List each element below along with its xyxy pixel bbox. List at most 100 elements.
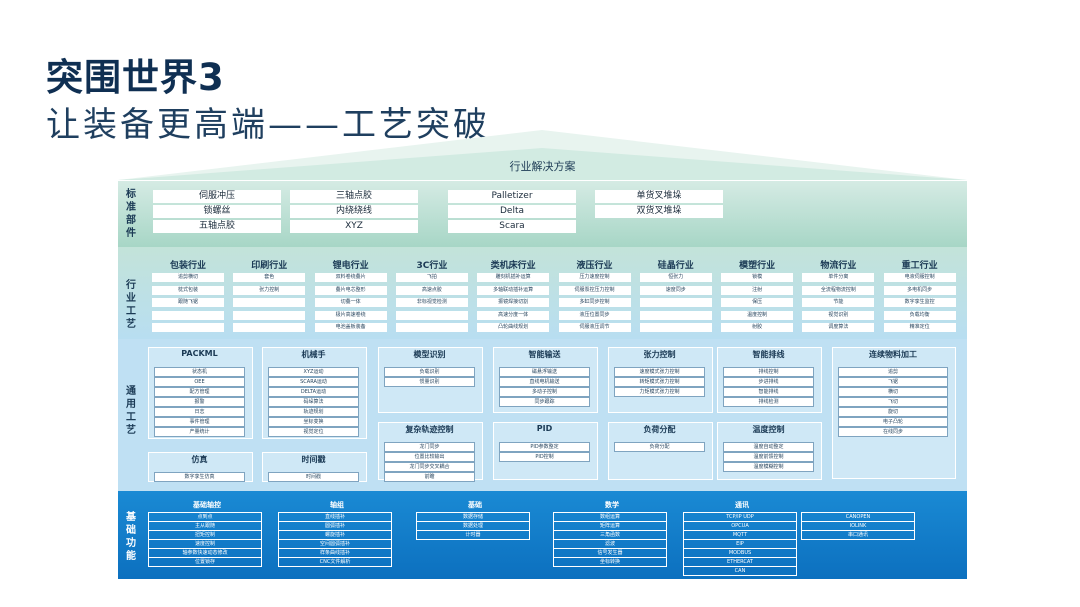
standard-item: Palletizer — [448, 190, 576, 203]
industry-item: 调度算法 — [802, 323, 875, 332]
general-item: 时间戳 — [268, 472, 359, 482]
industry-item — [639, 323, 712, 332]
industry-title: 包装行业 — [169, 261, 206, 271]
industry-item: 高速点胶 — [395, 285, 468, 295]
general-title: 温度控制 — [752, 425, 785, 434]
industry-item: 伺服泵控压力控制 — [558, 285, 631, 295]
standard-item: Delta — [448, 205, 576, 218]
industry-item: 射胶 — [721, 323, 794, 332]
industry-item: 负载均衡 — [883, 310, 956, 320]
general-item: 轨迹规划 — [268, 407, 359, 417]
base-item: 位置锁存 — [148, 557, 262, 567]
general-item: OEE — [154, 377, 245, 387]
industry-item: 精准定位 — [883, 323, 956, 332]
main-title: 突围世界3 — [46, 56, 225, 99]
general-title: 仿真 — [191, 455, 208, 464]
general-item: 温度前馈控制 — [723, 452, 814, 462]
general-item: 转矩模式张力控制 — [614, 377, 705, 387]
general-item: 速度模式张力控制 — [614, 367, 705, 377]
industry-title: 印刷行业 — [251, 261, 288, 271]
industry-item — [233, 310, 306, 320]
industry-title: 硅晶行业 — [657, 261, 694, 271]
general-item: 配方管理 — [154, 387, 245, 397]
general-item: 龙门同步交叉耦合 — [384, 462, 475, 472]
industry-item: 切叠一体 — [314, 298, 387, 307]
industry-item — [639, 298, 712, 307]
industry-item — [233, 323, 306, 332]
general-title: 模型识别 — [413, 350, 446, 359]
general-item: 报警 — [154, 397, 245, 407]
industry-item: 单件分离 — [802, 273, 875, 282]
industry-item: 多电机同步 — [883, 285, 956, 295]
industry-item: 恒张力 — [639, 273, 712, 282]
general-item: 温度自动整定 — [723, 442, 814, 452]
industry-item: 多缸同步控制 — [558, 298, 631, 307]
general-band — [118, 339, 967, 491]
roof — [118, 130, 967, 180]
industry-item: 跟随飞锯 — [152, 298, 224, 307]
industry-item: 张力控制 — [233, 285, 306, 295]
base-title: 通讯 — [735, 501, 749, 509]
general-item: 直线电机输送 — [499, 377, 590, 387]
standard-item: Scara — [448, 220, 576, 233]
base-title: 轴组 — [330, 501, 344, 509]
industry-item: 套色 — [233, 273, 306, 282]
general-item: XYZ运动 — [268, 367, 359, 377]
standard-item: 锁螺丝 — [153, 205, 281, 218]
general-item: 负荷分配 — [614, 442, 705, 452]
general-title: 负荷分配 — [643, 425, 676, 434]
standard-label: 标准部件 — [126, 189, 136, 239]
general-item: 温度模糊控制 — [723, 462, 814, 472]
general-title: 智能排线 — [752, 350, 785, 359]
general-item: 龙门同步 — [384, 442, 475, 452]
general-item: 事件管理 — [154, 417, 245, 427]
general-item: 飞切 — [838, 397, 948, 407]
industry-item: 电液伺服控制 — [883, 273, 956, 282]
industry-title: 重工行业 — [901, 261, 938, 271]
general-item: 数字孪生仿真 — [154, 472, 245, 482]
industry-item — [152, 310, 224, 320]
base-title: 基础 — [468, 501, 482, 509]
general-title: 连续物料加工 — [869, 350, 917, 359]
industry-item: 极片高速卷绕 — [314, 310, 387, 320]
industry-item: 速度同步 — [639, 285, 712, 295]
industry-label: 行业工艺 — [126, 280, 136, 330]
base-item: CNC文件解析 — [278, 557, 392, 567]
industry-item: 注射 — [721, 285, 794, 295]
general-item: 追剪 — [838, 367, 948, 377]
general-item: 位置比较输出 — [384, 452, 475, 462]
general-item: DELTA运动 — [268, 387, 359, 397]
industry-item: 锁模 — [721, 273, 794, 282]
general-item: 排线控制 — [723, 367, 814, 377]
industry-item: 非标视觉检测 — [395, 298, 468, 307]
general-item: 力矩模式张力控制 — [614, 387, 705, 397]
base-title: 数学 — [605, 501, 619, 509]
base-item: 坐标转换 — [553, 557, 667, 567]
industry-item: 雕刻机插补运算 — [477, 273, 550, 282]
industry-title: 物流行业 — [820, 261, 857, 271]
industry-item: 视觉识别 — [802, 310, 875, 320]
general-title: 时间戳 — [301, 455, 326, 464]
industry-item: 叠片电芯整形 — [314, 285, 387, 295]
roof-label: 行业解决方案 — [509, 160, 576, 173]
industry-item: 追剪横切 — [152, 273, 224, 282]
industry-item: 凸轮曲线规划 — [477, 323, 550, 332]
general-item: PID参数整定 — [499, 442, 590, 452]
industry-item: 液压位置同步 — [558, 310, 631, 320]
general-title: PID — [536, 424, 553, 433]
industry-item — [395, 310, 468, 320]
industry-item: 电池盖板装备 — [314, 323, 387, 332]
general-title: 智能输送 — [528, 350, 561, 359]
industry-item: 保压 — [721, 298, 794, 307]
general-item: 排线检测 — [723, 397, 814, 407]
industry-item: 多轴联动插补运算 — [477, 285, 550, 295]
base-label: 基础功能 — [126, 512, 136, 562]
industry-item — [639, 310, 712, 320]
general-item: 产量统计 — [154, 427, 245, 437]
industry-title: 液压行业 — [576, 261, 613, 271]
base-item: 串口通讯 — [801, 530, 915, 540]
general-item: 码垛算法 — [268, 397, 359, 407]
industry-title: 锂电行业 — [332, 261, 369, 271]
general-item: 日志 — [154, 407, 245, 417]
general-title: PACKML — [181, 349, 218, 358]
